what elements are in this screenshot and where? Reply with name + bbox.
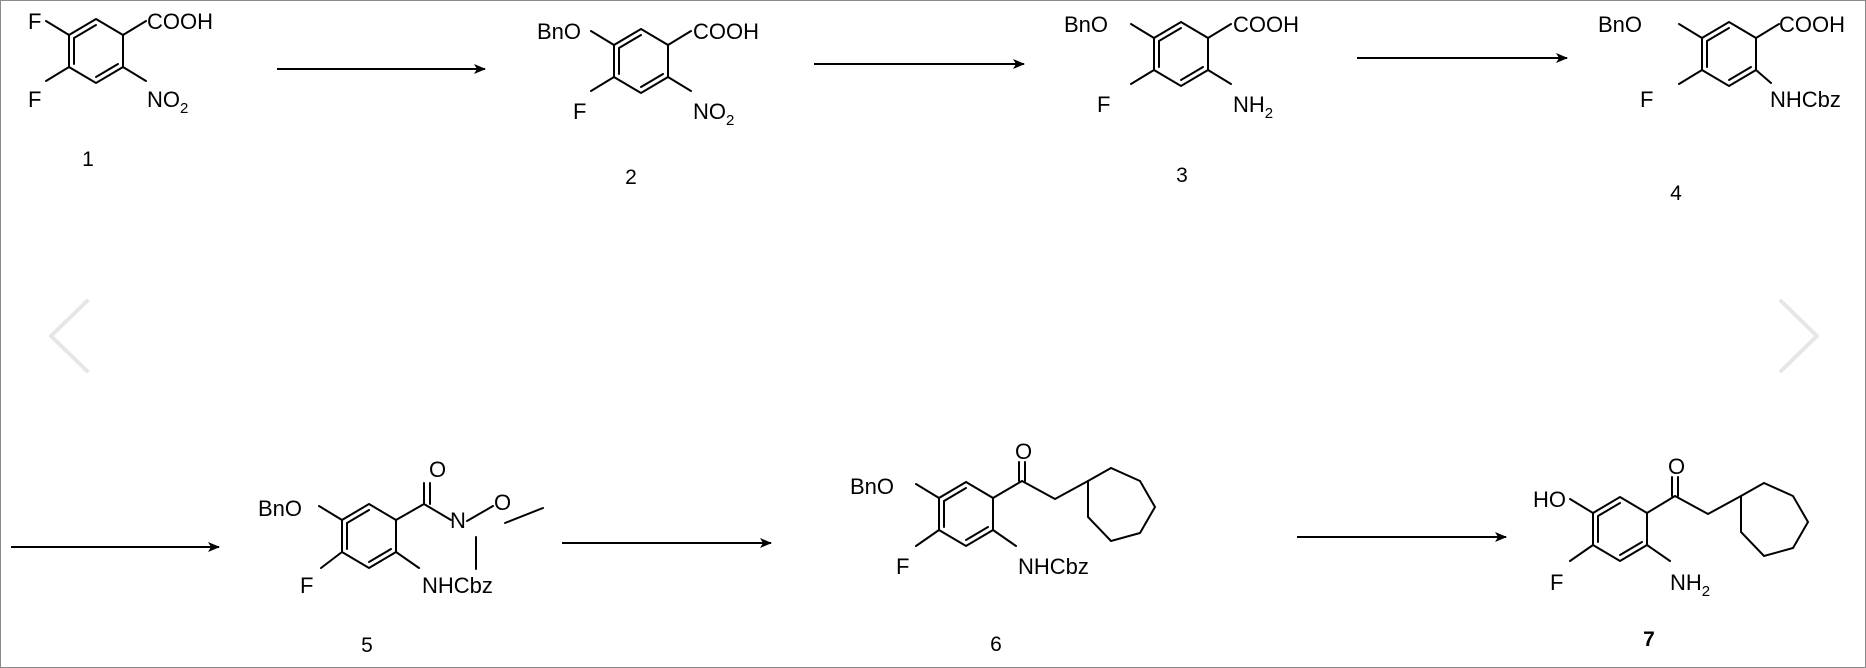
cooh-label: COOH bbox=[1233, 12, 1299, 37]
carousel-next-icon[interactable] bbox=[1779, 299, 1819, 373]
fluoro-label: F bbox=[28, 9, 41, 34]
nhcbz-label: NHCbz bbox=[1770, 87, 1841, 112]
compound-number: 2 bbox=[625, 166, 637, 189]
ketone-oxygen-label: O bbox=[1015, 439, 1032, 464]
compound-number: 3 bbox=[1176, 164, 1188, 187]
fluoro-label: F bbox=[573, 99, 586, 124]
fluoro-label: F bbox=[1097, 92, 1110, 117]
compound-6: O NHCbz BnO F 6 bbox=[850, 439, 1157, 656]
carbonyl-oxygen-label: O bbox=[429, 457, 446, 482]
hydroxy-label: HO bbox=[1533, 487, 1566, 512]
compound-2: COOH NO2 BnO F 2 bbox=[537, 19, 759, 189]
nh2-label: NH2 bbox=[1233, 92, 1273, 122]
cooh-label: COOH bbox=[693, 19, 759, 44]
compound-5: O N O NHCbz BnO F 5 bbox=[258, 457, 544, 657]
amide-nitrogen-label: N bbox=[450, 508, 466, 533]
fluoro-label: F bbox=[1640, 87, 1653, 112]
compound-1: COOH NO2 F F 1 bbox=[28, 9, 213, 171]
cooh-label: COOH bbox=[147, 9, 213, 34]
compound-4: COOH NHCbz BnO F 4 bbox=[1598, 12, 1845, 205]
no2-label: NO2 bbox=[693, 99, 734, 129]
benzyloxy-label: BnO bbox=[537, 19, 581, 44]
compound-number: 1 bbox=[82, 148, 94, 171]
fluoro-label: F bbox=[896, 554, 909, 579]
benzyloxy-label: BnO bbox=[1064, 12, 1108, 37]
ketone-oxygen-label: O bbox=[1668, 454, 1685, 479]
compound-number: 4 bbox=[1670, 182, 1682, 205]
compound-7: O NH2 HO F 7 bbox=[1533, 454, 1810, 651]
benzyloxy-label: BnO bbox=[258, 496, 302, 521]
compound-number: 5 bbox=[361, 634, 373, 657]
nh2-label: NH2 bbox=[1670, 570, 1710, 600]
fluoro-label: F bbox=[1550, 570, 1563, 595]
compound-number: 6 bbox=[990, 633, 1002, 656]
no2-label: NO2 bbox=[147, 87, 188, 117]
carousel-prev-icon[interactable] bbox=[49, 299, 89, 373]
fluoro-label: F bbox=[300, 573, 313, 598]
benzyloxy-label: BnO bbox=[850, 474, 894, 499]
nhcbz-label: NHCbz bbox=[1018, 554, 1089, 579]
methoxy-oxygen-label: O bbox=[494, 490, 511, 515]
fluoro-label: F bbox=[28, 87, 41, 112]
compound-number: 7 bbox=[1643, 628, 1655, 651]
benzyloxy-label: BnO bbox=[1598, 12, 1642, 37]
compound-3: COOH NH2 BnO F 3 bbox=[1064, 12, 1299, 187]
cooh-label: COOH bbox=[1779, 12, 1845, 37]
nhcbz-label: NHCbz bbox=[422, 573, 493, 598]
